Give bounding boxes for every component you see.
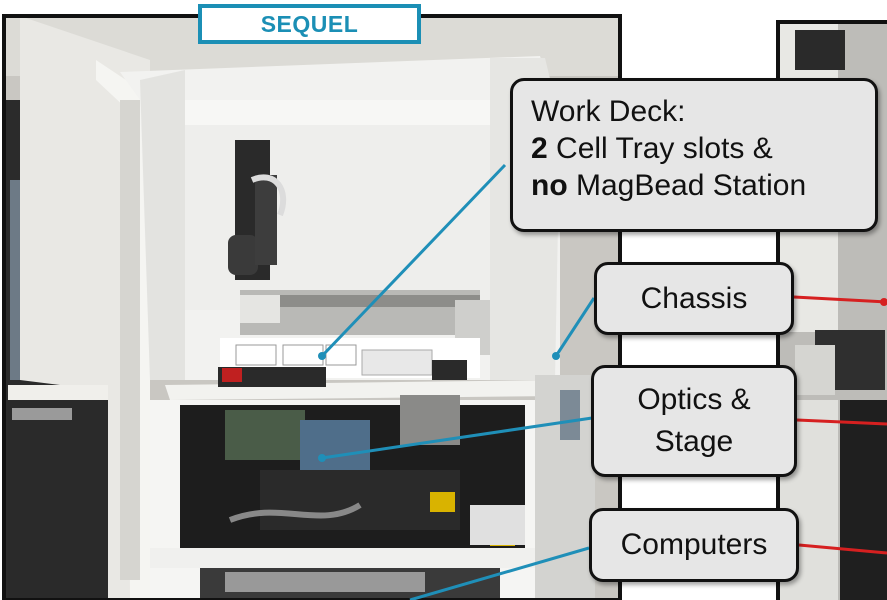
chassis-label: Chassis xyxy=(640,281,748,315)
leader-optics xyxy=(321,416,593,460)
left-door xyxy=(20,16,150,600)
computers-label: Computers xyxy=(620,528,768,561)
sequel-title-tag: SEQUEL xyxy=(198,4,421,44)
work-deck-line1: Work Deck: xyxy=(531,95,686,128)
work-deck-line2: 2 Cell Tray slots & xyxy=(531,130,875,167)
work-deck-line3: no MagBead Station xyxy=(531,167,875,204)
leader-computers-right xyxy=(798,543,887,555)
leader-optics-right xyxy=(796,418,887,426)
leader-chassis-right xyxy=(793,295,887,304)
work-deck-line2-text: Cell Tray slots & xyxy=(547,132,773,165)
leader-computers xyxy=(409,546,590,600)
work-deck-line3-text: MagBead Station xyxy=(567,169,807,202)
work-deck-count: 2 xyxy=(531,132,548,165)
leader-chassis-left xyxy=(554,297,596,357)
chassis-callout: Chassis xyxy=(594,262,794,335)
stage-label: Stage xyxy=(654,425,734,458)
computers-callout: Computers xyxy=(589,508,799,582)
work-deck-no: no xyxy=(531,169,568,202)
leader-work-deck xyxy=(320,163,507,358)
optics-label: Optics & xyxy=(637,383,751,416)
work-deck-callout: Work Deck: 2 Cell Tray slots & no MagBea… xyxy=(510,78,878,232)
optics-stage-callout: Optics & Stage xyxy=(591,365,797,477)
